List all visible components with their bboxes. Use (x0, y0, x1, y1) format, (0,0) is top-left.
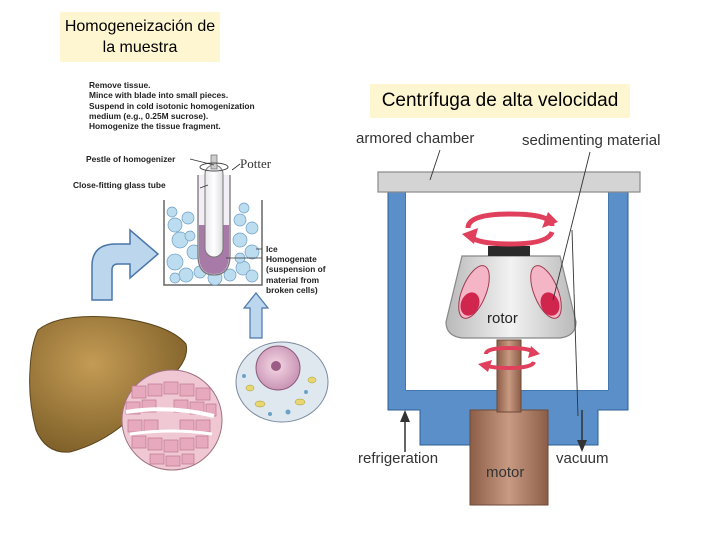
homogenate-line-4: broken cells) (266, 284, 318, 295)
process-arrow (91, 228, 160, 301)
tissue-magnification (121, 369, 223, 471)
centrifuge-illustration (377, 149, 641, 506)
step-3: Suspend in cold isotonic homogenization (89, 100, 255, 111)
rotor-label: rotor (487, 310, 518, 327)
homogenizer-illustration (163, 154, 263, 286)
pestle (204, 164, 224, 258)
cell-arrow (242, 292, 270, 339)
step-4: medium (e.g., 0.25M sucrose). (89, 110, 209, 121)
step-2: Mince with blade into small pieces. (89, 90, 229, 101)
homogenate-line-2: (suspension of (266, 264, 326, 275)
armored-chamber-label: armored chamber (356, 130, 475, 147)
ice-beaker (163, 200, 263, 286)
vacuum-label: vacuum (556, 450, 609, 467)
centrifuge-title: Centrífuga de alta velocidad (370, 84, 630, 118)
procedure-steps: Remove tissue. Mince with blade into sma… (89, 80, 299, 131)
motor (469, 409, 549, 506)
rotor-shaft (496, 339, 522, 413)
chamber-lid (377, 171, 641, 193)
sedimenting-material-label: sedimenting material (522, 132, 661, 149)
homogenate-label: Homogenate (suspension of material from … (266, 254, 326, 295)
motor-label: motor (486, 464, 525, 481)
potter-label: Potter (240, 156, 272, 171)
cell-illustration (235, 341, 329, 423)
pestle-label: Pestle of homogenizer (86, 154, 176, 164)
glass-tube-label: Close-fitting glass tube (73, 180, 166, 190)
homogenization-title: Homogeneización de la muestra (60, 12, 220, 62)
ice-label: Ice (266, 244, 278, 254)
refrigeration-label: refrigeration (358, 450, 439, 467)
homogenate-line-3: material from (266, 274, 320, 285)
homogenate-line-1: Homogenate (266, 254, 317, 264)
step-5: Homogenize the tissue fragment. (89, 121, 221, 132)
step-1: Remove tissue. (89, 80, 151, 90)
